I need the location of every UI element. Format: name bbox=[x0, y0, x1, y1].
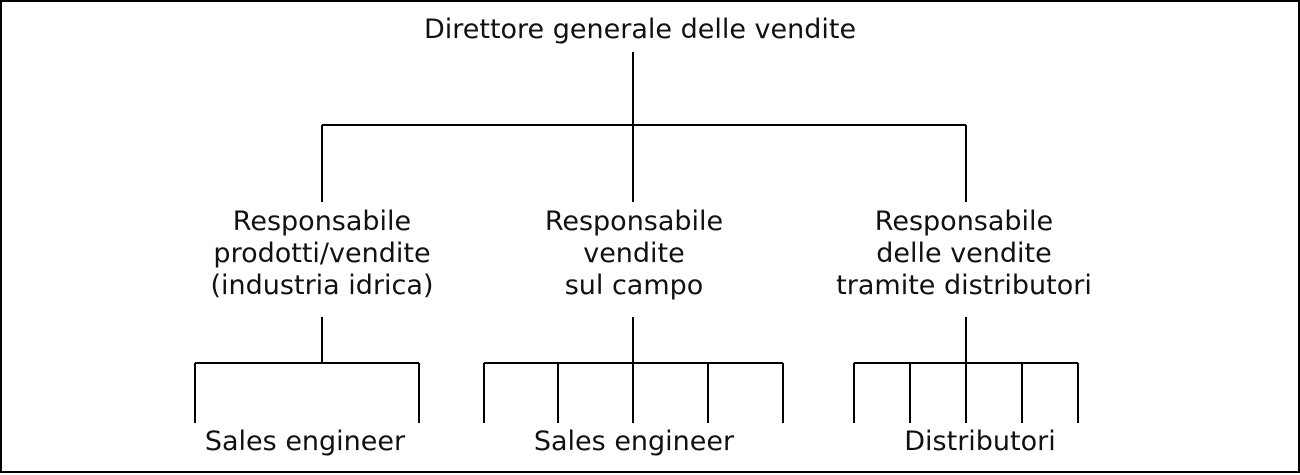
manager-1-line-1: Responsabile bbox=[232, 206, 412, 237]
manager-3-line-1: Responsabile bbox=[874, 206, 1054, 237]
manager-1-line-3: (industria idrica) bbox=[210, 270, 434, 301]
manager-1-line-2: prodotti/vendite bbox=[213, 238, 431, 269]
manager-3-line-2: delle vendite bbox=[876, 238, 1052, 269]
manager-2-line-3: sul campo bbox=[564, 270, 704, 301]
manager-label-field-sales: Responsabile vendite sul campo bbox=[545, 206, 723, 302]
subordinate-label-distributors: Distributori bbox=[904, 426, 1056, 457]
root-label-director: Direttore generale delle vendite bbox=[423, 14, 857, 45]
manager-2-line-2: vendite bbox=[583, 238, 685, 269]
subordinate-label-sales-engineer-1: Sales engineer bbox=[204, 426, 406, 457]
subordinate-label-sales-engineer-2: Sales engineer bbox=[533, 426, 735, 457]
manager-2-line-1: Responsabile bbox=[544, 206, 724, 237]
manager-label-products-water-industry: Responsabile prodotti/vendite (industria… bbox=[211, 206, 434, 302]
manager-3-line-3: tramite distributori bbox=[836, 270, 1092, 301]
manager-label-distributor-sales: Responsabile delle vendite tramite distr… bbox=[836, 206, 1092, 302]
